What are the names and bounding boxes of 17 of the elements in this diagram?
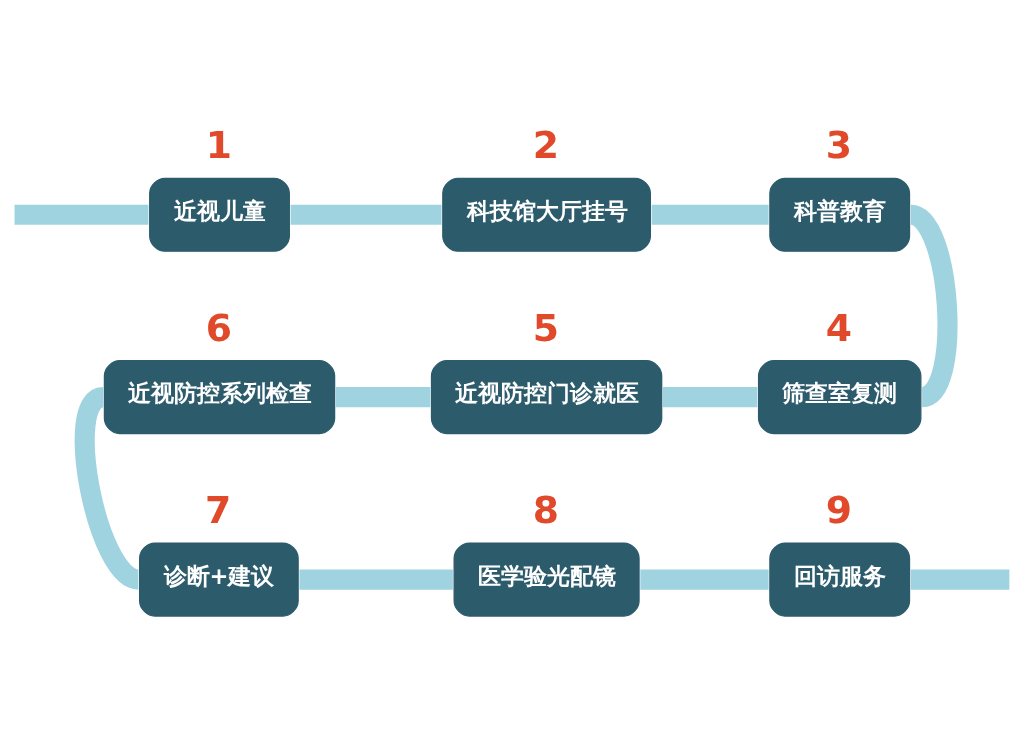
node-label: 3 — [825, 122, 853, 167]
node-label: 2 — [532, 122, 560, 167]
node-label: 9 — [825, 487, 853, 532]
connector — [335, 386, 431, 407]
node-label: 5 — [532, 305, 560, 350]
connector — [910, 569, 1010, 590]
connector — [651, 204, 769, 225]
connector — [662, 386, 758, 407]
connector — [640, 569, 769, 590]
node-label: 4 — [825, 305, 853, 350]
node-label: 7 — [205, 487, 232, 532]
connector — [290, 204, 442, 225]
connector — [299, 569, 453, 590]
node-label: 1 — [205, 122, 232, 167]
node-label: 8 — [532, 487, 560, 532]
node-label: 6 — [205, 305, 232, 350]
connector — [14, 204, 149, 225]
